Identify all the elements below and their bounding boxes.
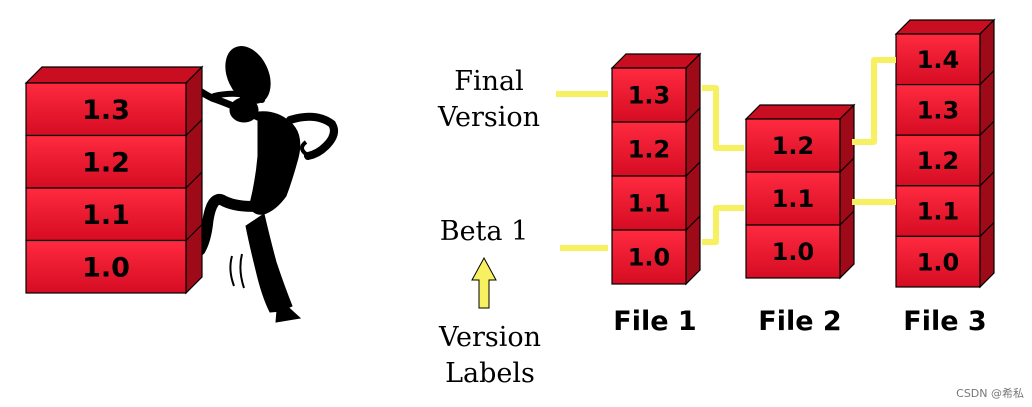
file-3-stack-version-label: 1.3 <box>917 97 960 125</box>
left-stack-version-label: 1.1 <box>82 200 130 231</box>
file-stacks: 1.3 1.2 1.1 1.0 1.2 1.1 1.0 1.4 1.3 1.2 1.1 1.0 <box>610 18 996 289</box>
version-labels-caption: Version Labels <box>424 320 556 392</box>
connector-final-f1-f2 <box>702 85 744 151</box>
file-3-stack-version-label: 1.4 <box>917 46 960 74</box>
beta-label: Beta 1 <box>439 216 529 247</box>
file-3-stack-block-face <box>895 33 981 86</box>
left-stack-block: 1.0 <box>25 224 203 294</box>
file-3-stack-top-face <box>894 19 996 35</box>
connector-beta-f1-f2 <box>702 205 744 245</box>
file-1-stack-version-label: 1.3 <box>628 82 671 110</box>
file-1-stack-top-face <box>610 53 702 69</box>
version-labels-line2: Labels <box>445 358 535 389</box>
file-2-stack-top-face <box>744 104 856 120</box>
left-stack-block: 1.2 <box>25 119 203 189</box>
file-3-stack-block-face <box>895 134 981 187</box>
final-label-line1: Final <box>454 66 524 97</box>
file-1-stack-block: 1.0 <box>611 215 701 285</box>
file-1-stack-version-label: 1.1 <box>628 190 671 218</box>
file-2-stack-side-face <box>839 103 855 280</box>
file-label-3: File 3 <box>903 306 987 337</box>
file-3-stack-side-face <box>979 18 995 289</box>
file-1-stack-block: 1.3 <box>611 67 687 123</box>
file-3-stack-block-face <box>895 185 981 238</box>
left-stack-block-face <box>25 239 187 294</box>
file-1-stack: 1.3 1.2 1.1 1.0 <box>610 52 702 286</box>
file-3-stack-version-label: 1.2 <box>917 147 960 175</box>
file-2-stack-block: 1.1 <box>745 157 855 226</box>
file-3-stack-block-face <box>895 235 981 288</box>
file-1-stack-version-label: 1.2 <box>628 136 671 164</box>
file-3-stack: 1.4 1.3 1.2 1.1 1.0 <box>894 18 996 289</box>
final-label-line2: Version <box>437 102 541 133</box>
left-stack: 1.3 1.2 1.1 1.0 <box>24 65 204 295</box>
branch-connectors <box>556 57 896 251</box>
file-2-stack-version-label: 1.1 <box>772 185 815 213</box>
left-stack-version-label: 1.3 <box>82 95 130 126</box>
watermark: CSDN @希私 <box>956 387 1024 400</box>
file-2-stack-block-face <box>745 171 841 226</box>
left-stack-block: 1.1 <box>25 171 203 242</box>
file-2-stack-block: 1.0 <box>745 210 855 279</box>
file-1-stack-block: 1.2 <box>611 107 701 177</box>
file-1-stack-block: 1.1 <box>611 161 701 231</box>
left-stack-top-face <box>24 66 204 84</box>
left-version-stack: 1.3 1.2 1.1 1.0 <box>24 65 204 295</box>
file-3-stack-block: 1.0 <box>895 221 995 288</box>
file-1-stack-block-face <box>611 175 687 231</box>
file-1-stack-version-label: 1.0 <box>628 244 671 272</box>
file-3-stack-block: 1.1 <box>895 171 995 238</box>
left-stack-version-label: 1.2 <box>82 147 130 178</box>
file-label-1: File 1 <box>613 306 697 337</box>
file-3-stack-block-face <box>895 83 981 136</box>
file-1-stack-block-face <box>611 229 687 285</box>
file-2-stack-version-label: 1.0 <box>772 238 815 266</box>
left-stack-version-label: 1.0 <box>82 252 130 283</box>
file-label-2: File 2 <box>758 306 842 337</box>
left-stack-block-face <box>25 187 187 242</box>
file-2-stack: 1.2 1.1 1.0 <box>744 103 856 280</box>
file-3-stack-version-label: 1.0 <box>917 248 960 276</box>
up-arrow-icon <box>471 256 497 309</box>
final-version-label: Final Version <box>424 64 554 136</box>
file-1-stack-block-face <box>611 67 687 123</box>
file-2-stack-version-label: 1.2 <box>772 132 815 160</box>
file-1-stack-block-face <box>611 121 687 177</box>
version-labels-line1: Version <box>438 322 542 353</box>
left-stack-block: 1.3 <box>25 82 187 137</box>
file-3-stack-block: 1.3 <box>895 70 995 136</box>
file-3-stack-version-label: 1.1 <box>917 198 960 226</box>
file-2-stack-block-face <box>745 224 841 279</box>
file-3-stack-block: 1.4 <box>895 33 981 86</box>
connector-final-f2-f3 <box>852 57 896 145</box>
file-2-stack-block: 1.2 <box>745 118 841 173</box>
file-3-stack-block: 1.2 <box>895 120 995 187</box>
